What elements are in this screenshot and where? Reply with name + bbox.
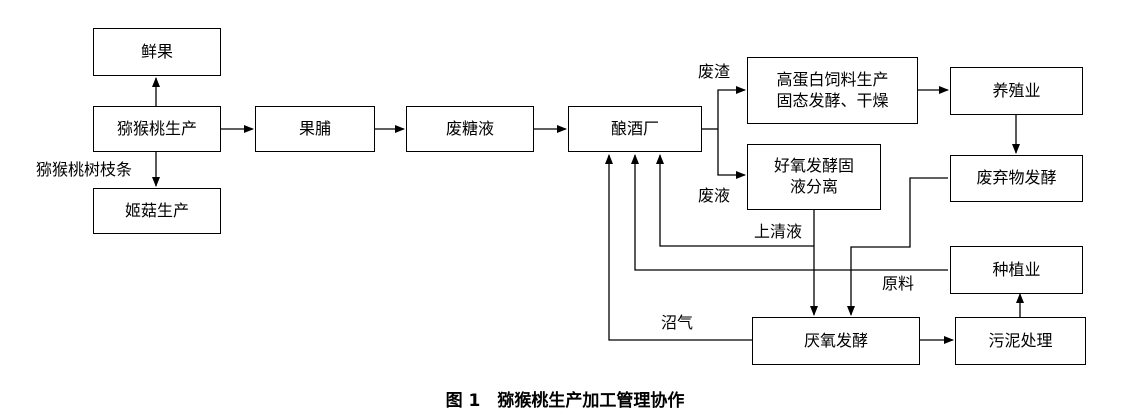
figure-caption: 图 1 猕猴桃生产加工管理协作	[445, 391, 685, 411]
box-mushroom-production: 姬菇生产	[93, 188, 221, 234]
box-anaerobic-fermentation: 厌氧发酵	[752, 317, 920, 365]
arrow-supernatant-to-winery	[656, 154, 814, 247]
box-planting: 种植业	[950, 246, 1083, 294]
label-supernatant: 上清液	[754, 222, 803, 241]
box-waste-sugar: 废糖液	[406, 106, 534, 152]
box-feed-production: 高蛋白饲料生产 固态发酵、干燥	[747, 57, 918, 124]
box-animal-husbandry: 养殖业	[950, 67, 1083, 115]
box-sludge-treatment: 污泥处理	[955, 317, 1086, 365]
box-aerobic-fermentation: 好氧发酵固 液分离	[747, 144, 881, 210]
box-kiwi-production: 猕猴桃生产	[93, 106, 221, 152]
arrow-planting-to-winery	[631, 154, 948, 271]
label-liquid: 废液	[698, 186, 731, 205]
box-fresh-fruit: 鲜果	[93, 28, 221, 76]
box-winery: 酿酒厂	[568, 106, 702, 152]
label-residue: 废渣	[698, 62, 731, 81]
box-waste-fermentation: 废弃物发酵	[950, 155, 1083, 202]
arrow-winery-to-feed	[717, 86, 746, 129]
arrow-biogas-to-winery	[605, 154, 752, 341]
arrow-winery-to-aerobic	[717, 129, 746, 179]
box-fruit-pulp: 果脯	[255, 106, 375, 152]
label-biogas: 沼气	[661, 313, 694, 332]
label-branches: 猕猴桃树枝条	[36, 160, 133, 179]
label-raw-material: 原料	[882, 274, 915, 293]
